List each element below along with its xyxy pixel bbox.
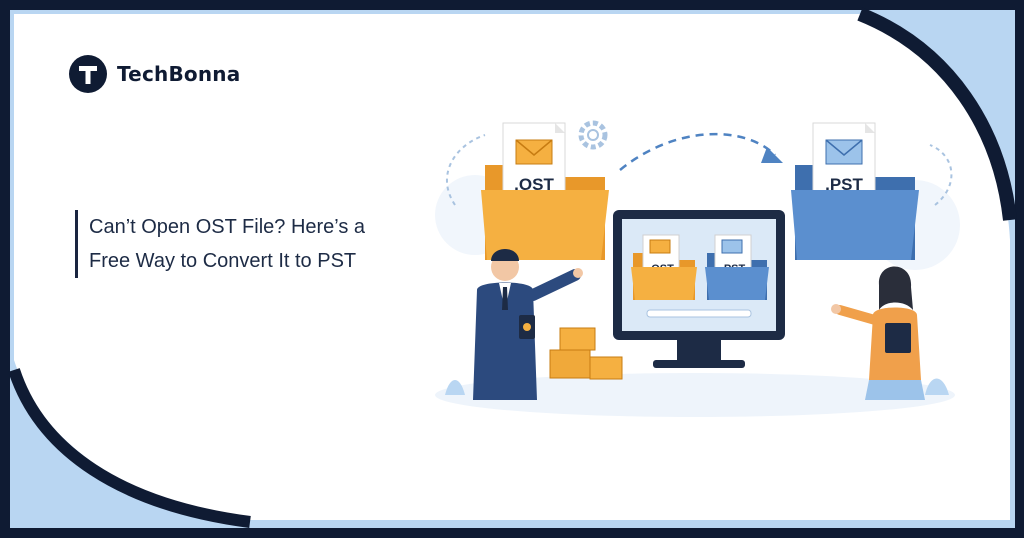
monitor-icon: .OST .PST [613, 210, 785, 368]
ground-shadow [435, 373, 955, 417]
boxes-icon [549, 327, 623, 380]
woman-figure [831, 266, 925, 400]
headline-line-1: Can’t Open OST File? Here’s a [89, 216, 366, 238]
transfer-arrow [619, 132, 776, 171]
ost-folder-icon: .OST [481, 122, 609, 260]
arrow-icon [761, 147, 783, 163]
businessman-figure [473, 249, 583, 400]
pst-folder-label: .PST [825, 175, 863, 194]
conversion-illustration: .OST .PST [435, 120, 960, 417]
headline: Can’t Open OST File? Here’s a Free Way t… [75, 210, 365, 278]
brand-name: TechBonna [117, 62, 241, 86]
brand-logo[interactable]: TechBonna [69, 55, 240, 93]
gear-icon [578, 120, 608, 150]
ost-folder-label: .OST [514, 175, 554, 194]
pst-folder-icon: .PST [791, 122, 919, 260]
logo-t-icon [69, 55, 107, 93]
headline-line-2: Free Way to Convert It to PST [89, 250, 357, 272]
progress-bar [646, 309, 752, 318]
envelope-icon [825, 139, 863, 165]
envelope-icon [515, 139, 553, 165]
